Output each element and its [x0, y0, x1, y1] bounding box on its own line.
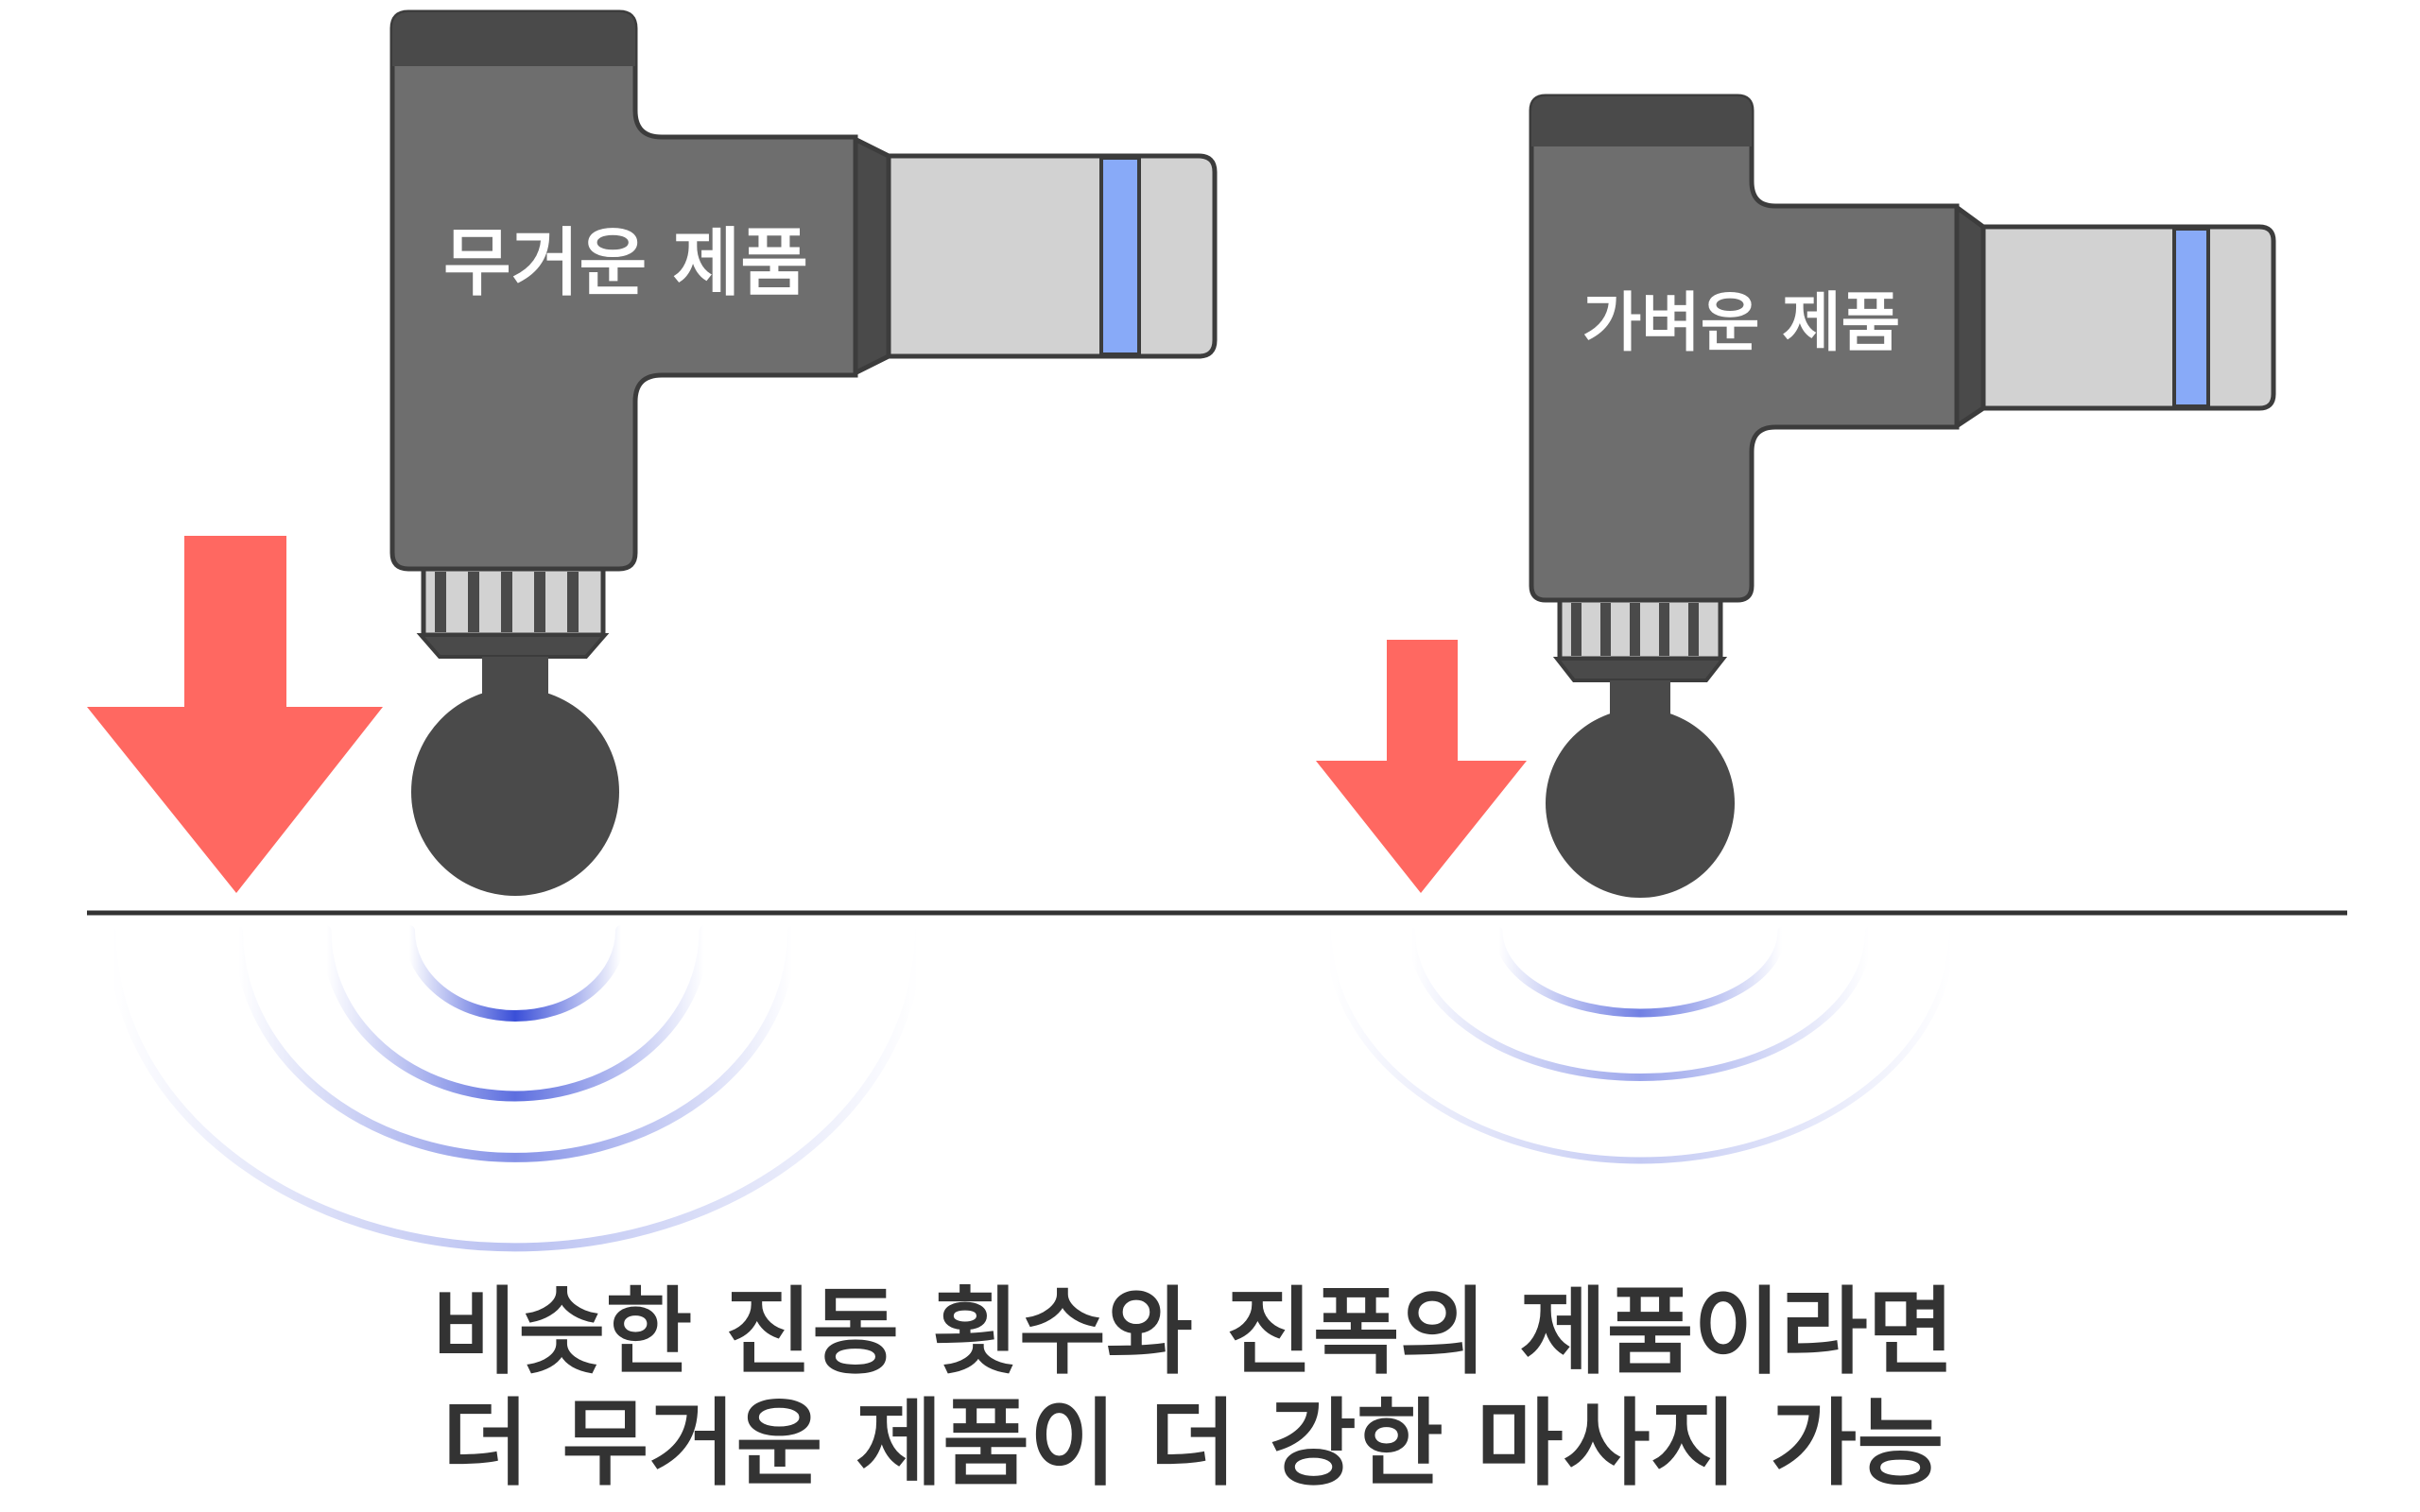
- heavy-top-cap: [392, 12, 635, 66]
- light-force-arrow: [1316, 640, 1527, 893]
- heavy-force-arrow: [87, 536, 383, 893]
- light-vibration-waves: [1324, 926, 1956, 1164]
- caption-line-1: 비슷한 진동 횟수와 진폭의 제품이라면: [431, 1277, 1955, 1387]
- light-barrel: [1973, 224, 2276, 411]
- heavy-barrel-stripe: [1099, 156, 1141, 356]
- heavy-massage-gun: 무거운 제품: [389, 9, 1218, 896]
- light-barrel-stripe: [2172, 227, 2210, 408]
- heavy-motor-ribs: [435, 572, 579, 632]
- light-label: 가벼운 제품: [1582, 286, 1900, 361]
- heavy-label: 무거운 제품: [443, 221, 808, 306]
- light-top-cap: [1531, 96, 1752, 146]
- light-motor-base: [1552, 657, 1728, 682]
- light-motor-ribs: [1571, 603, 1699, 656]
- light-massage-gun: 가벼운 제품: [1529, 94, 2276, 898]
- heavy-vibration-waves: [107, 925, 924, 1252]
- light-massage-head: [1546, 709, 1735, 898]
- caption-line-2: 더 무거운 제품이 더 강한 마사지 가능: [441, 1388, 1945, 1499]
- heavy-motor-base: [416, 633, 610, 659]
- heavy-massage-head: [411, 688, 619, 896]
- heavy-barrel: [867, 153, 1218, 359]
